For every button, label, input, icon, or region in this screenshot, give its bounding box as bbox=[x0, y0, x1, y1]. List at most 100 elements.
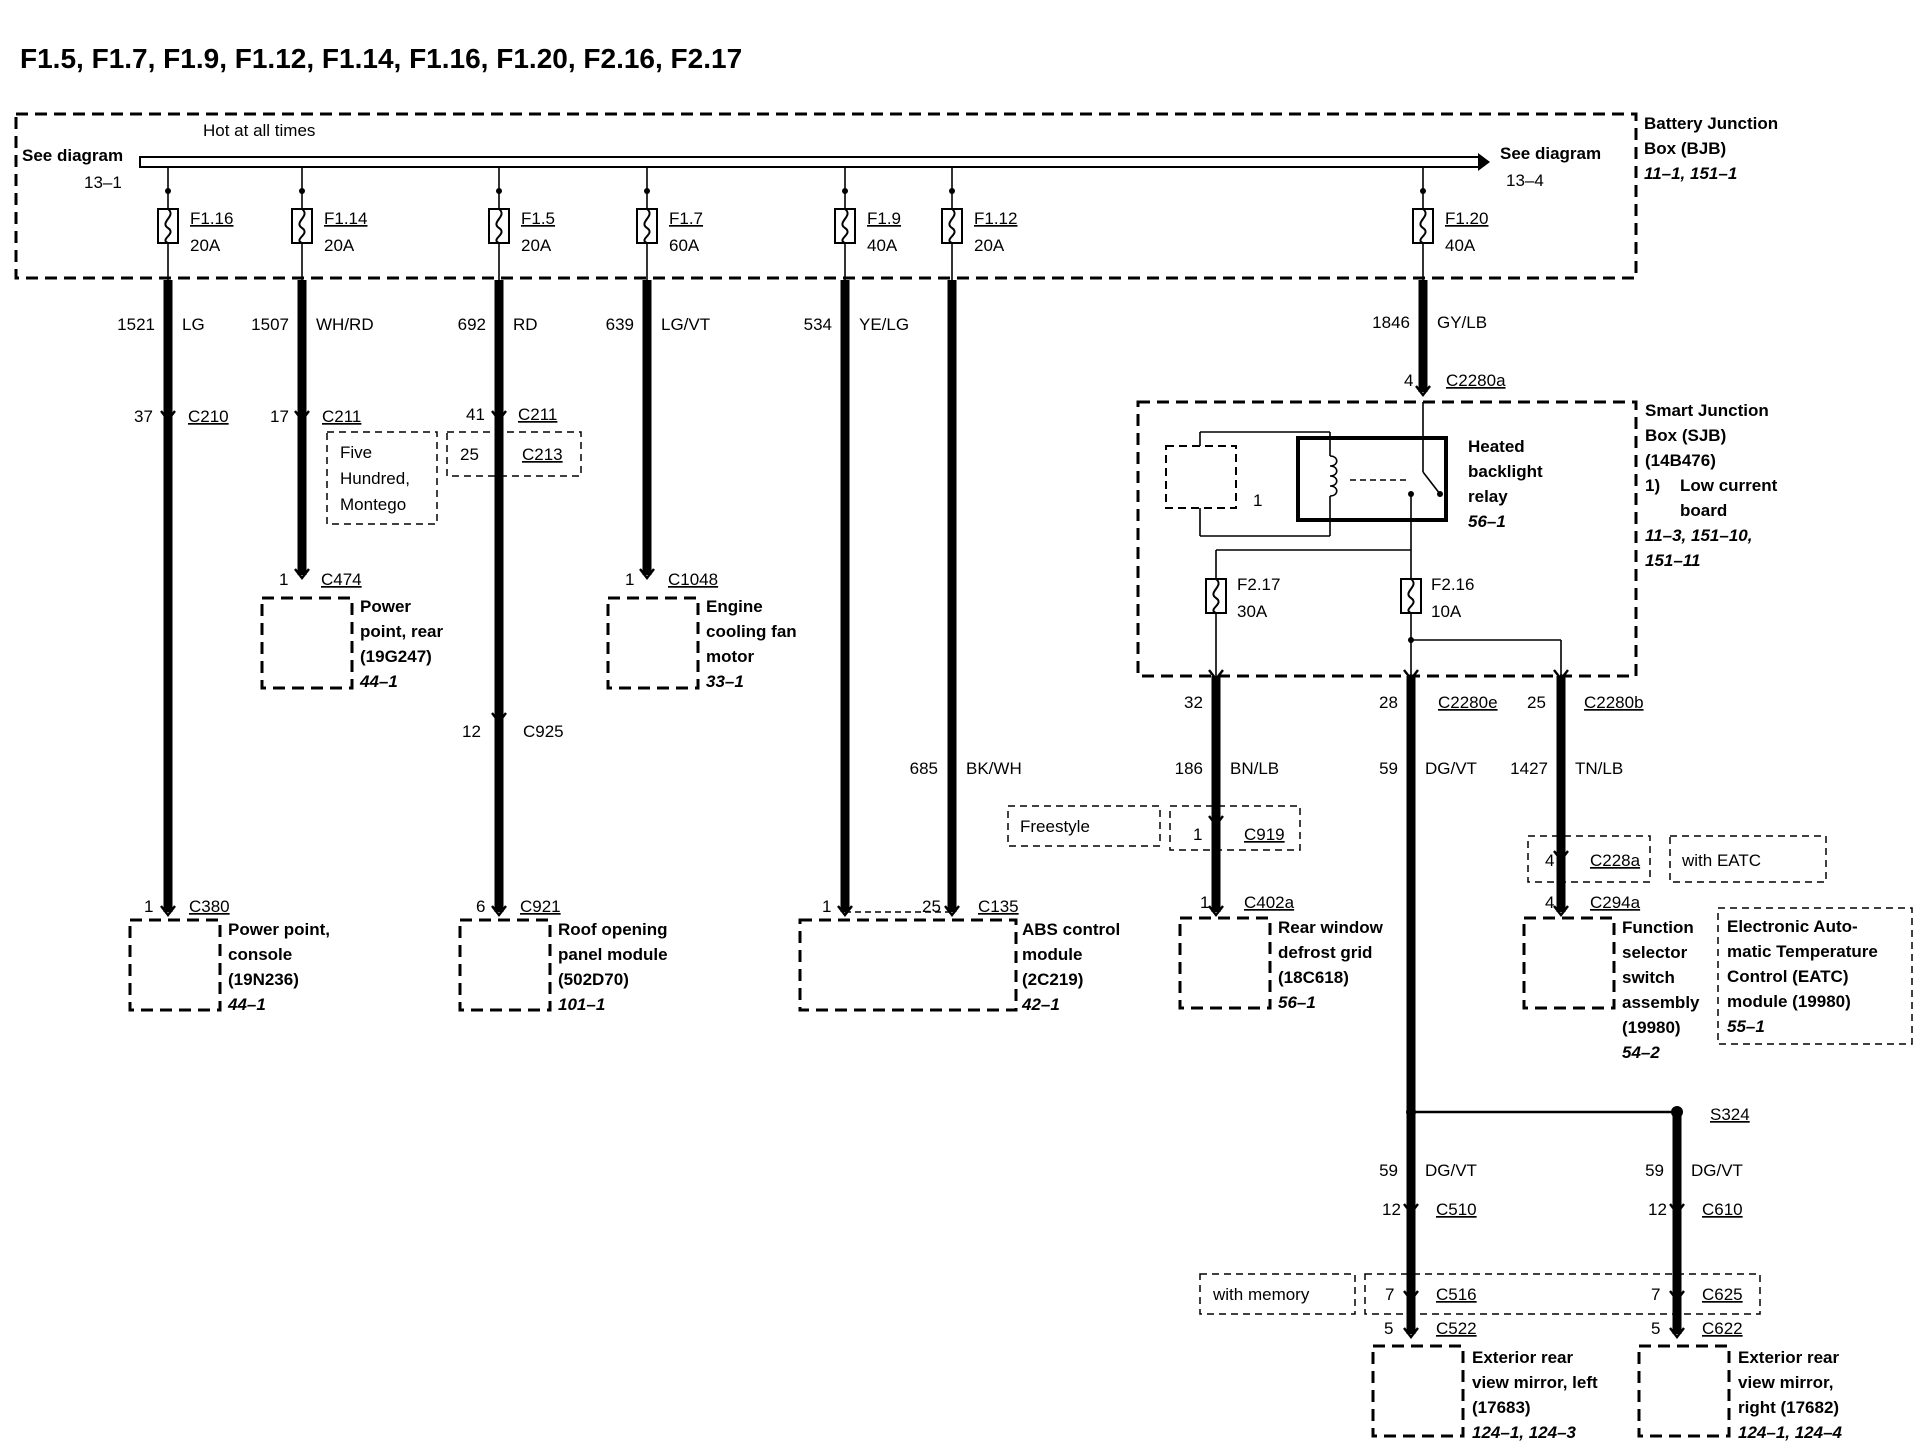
battery-junction-box: Hot at all times See diagram 13–1 See di… bbox=[14, 112, 1778, 280]
c625-pin: 7 bbox=[1651, 1285, 1660, 1304]
wires bbox=[163, 280, 1683, 1334]
relay-label-1: Heated bbox=[1468, 437, 1525, 456]
circuit-color: LG/VT bbox=[661, 315, 710, 334]
engine-fan-l1: Engine bbox=[706, 597, 763, 616]
power-point-console-l3: (19N236) bbox=[228, 970, 299, 989]
function-selector-l2: selector bbox=[1622, 943, 1688, 962]
c210-label: C210 bbox=[188, 407, 229, 426]
c919-pin: 1 bbox=[1193, 825, 1202, 844]
fuse-f1-5-amp: 20A bbox=[521, 236, 552, 255]
roof-panel-ref: 101–1 bbox=[558, 995, 605, 1014]
function-selector-ref: 54–2 bbox=[1622, 1043, 1660, 1062]
c610-pin: 12 bbox=[1648, 1200, 1667, 1219]
circuit-number: 59 bbox=[1645, 1161, 1664, 1180]
fuse-f1-12-amp: 20A bbox=[974, 236, 1005, 255]
c510-label: C510 bbox=[1436, 1200, 1477, 1219]
mirror-left-ref: 124–1, 124–3 bbox=[1472, 1423, 1577, 1442]
fuse-f1-5-symbol bbox=[488, 208, 510, 244]
c213-label: C213 bbox=[522, 445, 563, 464]
circuit-color: DG/VT bbox=[1425, 1161, 1477, 1180]
bjb-ref: 11–1, 151–1 bbox=[1644, 164, 1737, 183]
c213-pin: 25 bbox=[460, 445, 479, 464]
relay-label-2: backlight bbox=[1468, 462, 1543, 481]
c380-pin: 1 bbox=[144, 897, 153, 916]
bjb-name-2: Box (BJB) bbox=[1644, 139, 1726, 158]
eatc-l4: module (19980) bbox=[1727, 992, 1851, 1011]
power-point-console-l2: console bbox=[228, 945, 292, 964]
with-memory-label: with memory bbox=[1212, 1285, 1310, 1304]
mirror-right-l2: view mirror, bbox=[1738, 1373, 1833, 1392]
with-eatc-label: with EATC bbox=[1681, 851, 1761, 870]
circuit-color: DG/VT bbox=[1425, 759, 1477, 778]
function-selector-l5: (19980) bbox=[1622, 1018, 1681, 1037]
circuit-color: RD bbox=[513, 315, 538, 334]
rear-defrost-ref: 56–1 bbox=[1278, 993, 1316, 1012]
abs-l2: module bbox=[1022, 945, 1082, 964]
c294a-label: C294a bbox=[1590, 893, 1641, 912]
abs-l1: ABS control bbox=[1022, 920, 1120, 939]
circuit-color: DG/VT bbox=[1691, 1161, 1743, 1180]
fuse-f1-12-symbol bbox=[941, 208, 963, 244]
roof-panel-l1: Roof opening bbox=[558, 920, 668, 939]
c510-pin: 12 bbox=[1382, 1200, 1401, 1219]
sjb-note-2: board bbox=[1680, 501, 1727, 520]
power-point-rear-l1: Power bbox=[360, 597, 411, 616]
eatc-l3: Control (EATC) bbox=[1727, 967, 1849, 986]
c402a-pin: 1 bbox=[1200, 893, 1209, 912]
circuit-number: 692 bbox=[458, 315, 486, 334]
engine-fan-ref: 33–1 bbox=[706, 672, 744, 691]
mirror-left-l2: view mirror, left bbox=[1472, 1373, 1598, 1392]
power-point-rear-l2: point, rear bbox=[360, 622, 444, 641]
c210-pin: 37 bbox=[134, 407, 153, 426]
relay-label-3: relay bbox=[1468, 487, 1508, 506]
c474-pin: 1 bbox=[279, 570, 288, 589]
c228a-pin: 4 bbox=[1545, 851, 1554, 870]
roof-panel-l3: (502D70) bbox=[558, 970, 629, 989]
c2280b-pin: 25 bbox=[1527, 693, 1546, 712]
c522-pin: 5 bbox=[1384, 1319, 1393, 1338]
sjb-note-num: 1) bbox=[1645, 476, 1660, 495]
sjb-board-label: 1 bbox=[1253, 491, 1262, 510]
sjb-name-2: Box (SJB) bbox=[1645, 426, 1726, 445]
c2280a-label: C2280a bbox=[1446, 371, 1506, 390]
c211b-pin: 41 bbox=[466, 405, 485, 424]
mirror-right-l3: right (17682) bbox=[1738, 1398, 1839, 1417]
engine-fan-l2: cooling fan bbox=[706, 622, 797, 641]
bjb-fuses: F1.1620AF1.1420AF1.520AF1.760AF1.940AF1.… bbox=[157, 167, 1488, 280]
fuse-f1-16-symbol bbox=[157, 208, 179, 244]
see-diagram-left-ref: 13–1 bbox=[84, 173, 122, 192]
circuit-number: 186 bbox=[1175, 759, 1203, 778]
function-selector-l1: Function bbox=[1622, 918, 1694, 937]
c228a-label: C228a bbox=[1590, 851, 1641, 870]
circuit-color: BK/WH bbox=[966, 759, 1022, 778]
engine-fan-l3: motor bbox=[706, 647, 755, 666]
fuse-f1-9-amp: 40A bbox=[867, 236, 898, 255]
sjb-name-1: Smart Junction bbox=[1645, 401, 1769, 420]
sjb-note-1: Low current bbox=[1680, 476, 1778, 495]
sjb-name-3: (14B476) bbox=[1645, 451, 1716, 470]
circuit-number: 534 bbox=[804, 315, 832, 334]
fuse-f1-14-amp: 20A bbox=[324, 236, 355, 255]
fuse-f1-16-amp: 20A bbox=[190, 236, 221, 255]
power-point-rear-l3: (19G247) bbox=[360, 647, 432, 666]
variant-five-3: Montego bbox=[340, 495, 406, 514]
mirror-right-ref: 124–1, 124–4 bbox=[1738, 1423, 1843, 1442]
function-selector-l4: assembly bbox=[1622, 993, 1700, 1012]
c380-label: C380 bbox=[189, 897, 230, 916]
fuse-f216-id: F2.16 bbox=[1431, 575, 1474, 594]
s324-label: S324 bbox=[1710, 1105, 1750, 1124]
circuit-number: 59 bbox=[1379, 1161, 1398, 1180]
see-diagram-left: See diagram bbox=[22, 146, 123, 165]
abs-ref: 42–1 bbox=[1021, 995, 1060, 1014]
fuse-f1-7-id: F1.7 bbox=[669, 209, 703, 228]
c610-label: C610 bbox=[1702, 1200, 1743, 1219]
variant-five-2: Hundred, bbox=[340, 469, 410, 488]
bjb-name-1: Battery Junction bbox=[1644, 114, 1778, 133]
rear-defrost-l2: defrost grid bbox=[1278, 943, 1372, 962]
c1048-label: C1048 bbox=[668, 570, 718, 589]
mirror-left-l3: (17683) bbox=[1472, 1398, 1531, 1417]
circuit-number: 59 bbox=[1379, 759, 1398, 778]
c294a-pin: 4 bbox=[1545, 893, 1554, 912]
power-point-rear-ref: 44–1 bbox=[359, 672, 398, 691]
